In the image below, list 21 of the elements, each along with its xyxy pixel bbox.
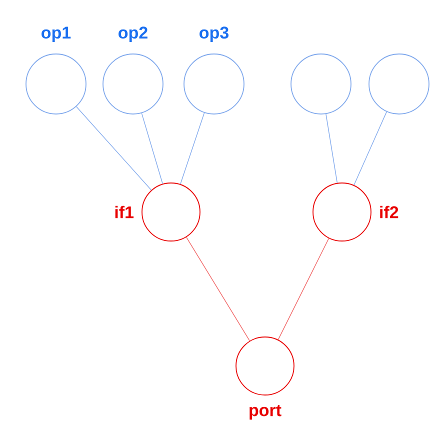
circle-node [26, 26, 86, 114]
connector-line [186, 236, 250, 342]
circle-node [115, 182, 200, 242]
connector-line [180, 112, 205, 184]
circle-node [312, 182, 398, 242]
circle-node [368, 54, 430, 114]
circle-node [290, 54, 352, 114]
circle-node [236, 336, 294, 420]
connector-line [354, 111, 387, 186]
connector-line [141, 112, 163, 184]
connector-line [278, 238, 330, 340]
node-label: if1 [115, 206, 134, 218]
connector-line [76, 106, 152, 190]
circle-node [184, 26, 244, 114]
node-label: port [250, 404, 282, 420]
connector-line [326, 114, 338, 184]
node-label: if2 [380, 206, 398, 218]
circle-node [102, 26, 164, 114]
node-label: op3 [200, 26, 228, 42]
node-label: op1 [42, 26, 71, 42]
node-label: op2 [118, 26, 148, 42]
